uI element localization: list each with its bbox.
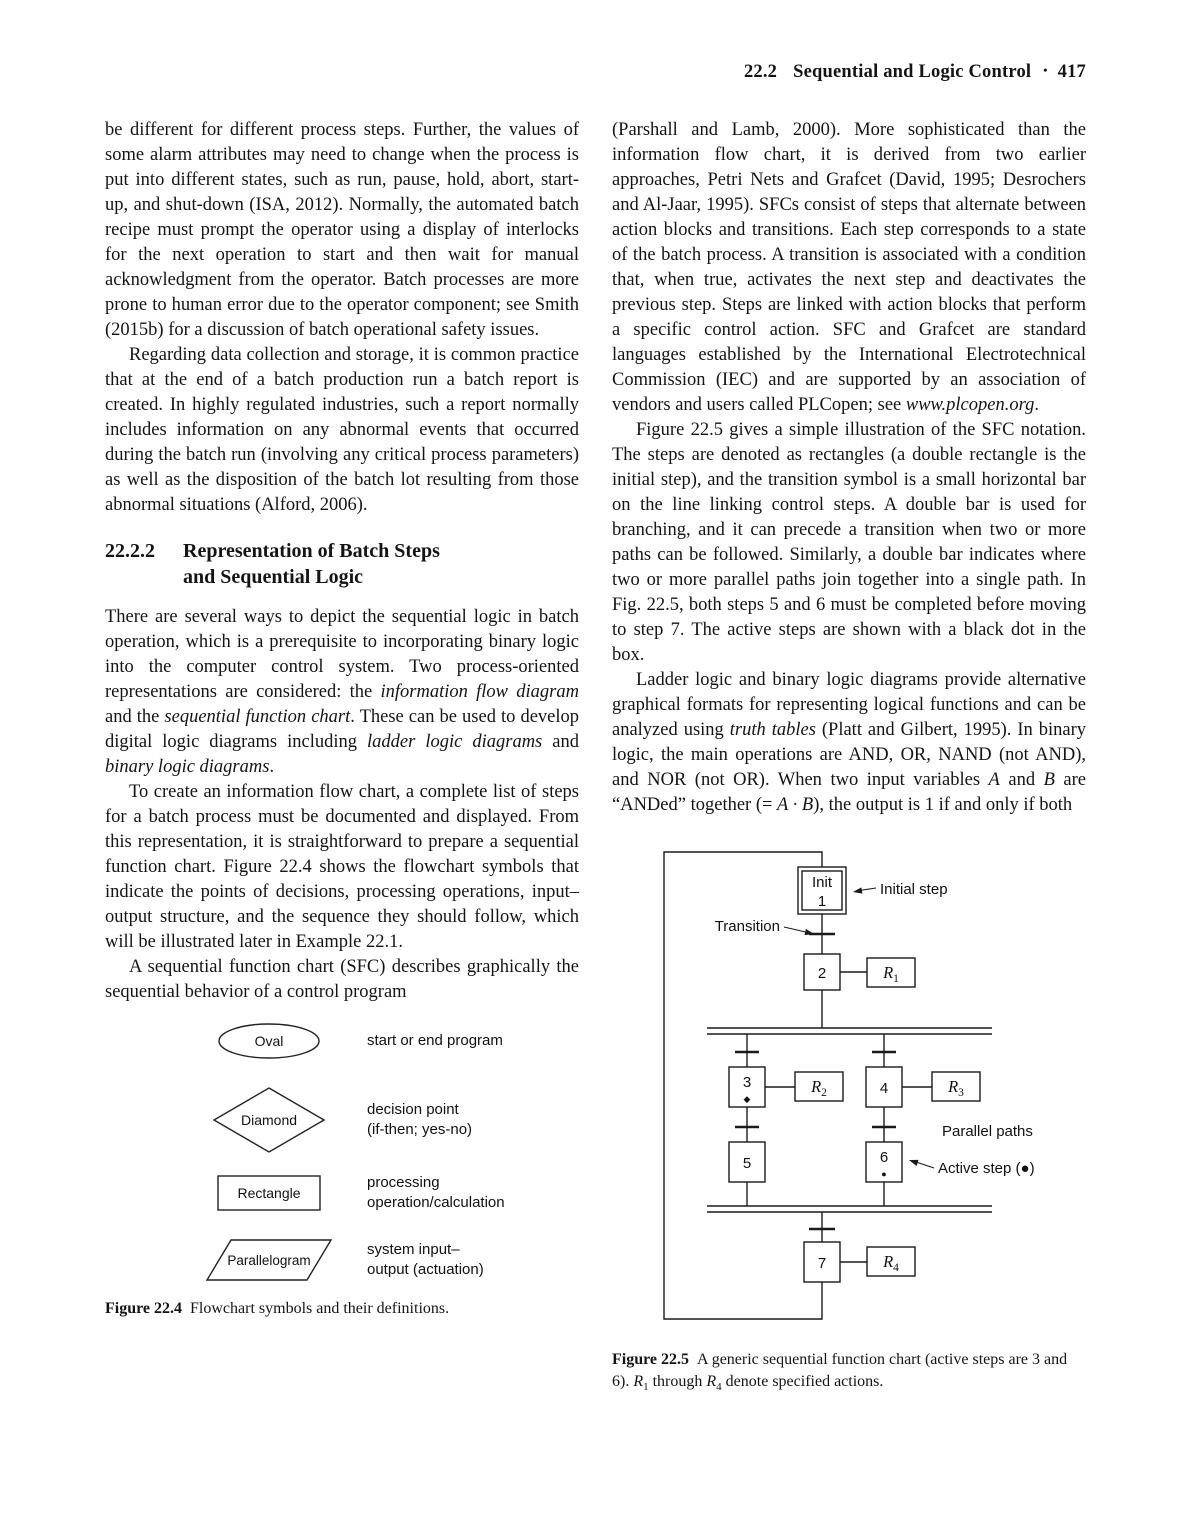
paragraph: Figure 22.5 gives a simple illustration … (612, 420, 1086, 665)
svg-text:Rectangle: Rectangle (237, 1185, 300, 1201)
arrowhead-icon (909, 1159, 919, 1166)
figure-22-4: Oval start or end program Diamond decisi… (105, 1021, 579, 1283)
left-column: be different for different process steps… (105, 118, 579, 1320)
symbol-description: processing operation/calculation (367, 1174, 505, 1211)
section-heading-number: 22.2.2 (105, 540, 155, 562)
action-r2-box (794, 1071, 844, 1102)
rectangle-symbol: Rectangle (217, 1175, 321, 1211)
step-5-box (728, 1141, 766, 1183)
svg-text:Parallelogram: Parallelogram (227, 1253, 310, 1268)
flowchart-symbol-row-rectangle: Rectangle processing operation/calculati… (105, 1173, 579, 1213)
action-labels: R1 R2 R3 R4 (810, 963, 964, 1274)
diamond-symbol: Diamond (212, 1087, 326, 1153)
action-r4-label: R4 (882, 1252, 899, 1274)
action-r3-box (931, 1071, 981, 1102)
flowchart-symbol-row-oval: Oval start or end program (105, 1021, 579, 1061)
init-label: Init (812, 874, 833, 891)
running-head: 22.2 Sequential and Logic Control • 417 (612, 62, 1086, 83)
initial-step-annotation: Initial step (880, 881, 948, 898)
running-head-title: Sequential and Logic Control (793, 62, 1032, 82)
paragraph: Ladder logic and binary logic diagrams p… (612, 670, 1086, 815)
init-number: 1 (818, 893, 826, 910)
symbol-description: system input– output (actuation) (367, 1241, 484, 1278)
page-number: 417 (1057, 62, 1086, 82)
symbol-description: decision point (if-then; yes-no) (367, 1101, 473, 1138)
paragraph: To create an information flow chart, a c… (105, 782, 579, 952)
step-2-box (803, 953, 841, 991)
connector-lines (663, 851, 992, 1320)
step-3-label: 3 (743, 1074, 751, 1091)
annotations: Initial step Transition Parallel paths A… (715, 881, 1035, 1177)
oval-symbol: Oval (218, 1023, 320, 1059)
action-r3-label: R3 (947, 1077, 964, 1099)
action-r2-label: R2 (810, 1077, 827, 1099)
loopback-line (663, 851, 823, 1320)
step-5-label: 5 (743, 1155, 751, 1172)
step-4-box (865, 1066, 903, 1108)
paragraph: Regarding data collection and storage, i… (105, 345, 579, 515)
paragraph: (Parshall and Lamb, 2000). More sophisti… (612, 120, 1086, 415)
step-4-label: 4 (880, 1080, 888, 1097)
flowchart-symbol-row-diamond: Diamond decision point (if-then; yes-no) (105, 1085, 579, 1155)
paragraph: There are several ways to depict the seq… (105, 607, 580, 777)
arrowhead-icon (853, 887, 863, 894)
parallel-paths-annotation: Parallel paths (942, 1123, 1033, 1140)
svg-text:Diamond: Diamond (241, 1112, 297, 1128)
step-labels: Init 1 2 3 ◆ 4 5 6 ● 7 (743, 874, 888, 1272)
paragraph: be different for different process steps… (105, 120, 579, 340)
sfc-diagram: Init 1 2 3 ◆ 4 5 6 ● 7 R1 R2 R3 R4 Initi… (663, 851, 1035, 1320)
step-2-label: 2 (818, 965, 826, 982)
section-heading-text: Representation of Batch Steps and Sequen… (183, 540, 440, 588)
initial-step-inner-box (801, 870, 843, 911)
active-dot-step3: ◆ (744, 1094, 751, 1104)
flowchart-symbol-row-parallelogram: Parallelogram system input– output (actu… (105, 1237, 579, 1283)
step-7-box (803, 1241, 841, 1283)
running-head-separator: • (1043, 63, 1048, 77)
section-number: 22.2 (743, 62, 778, 82)
step-7-label: 7 (818, 1255, 826, 1272)
active-step-annotation: Active step (●) (938, 1160, 1035, 1177)
arrowhead-icon (804, 928, 814, 936)
section-heading: 22.2.2 Representation of Batch Steps and… (105, 538, 579, 590)
action-r4-box (866, 1246, 916, 1277)
svg-text:Oval: Oval (255, 1033, 284, 1049)
step-6-label: 6 (880, 1149, 888, 1166)
paragraph: A sequential function chart (SFC) descri… (105, 957, 579, 1002)
step-6-box (865, 1141, 903, 1183)
action-r1-label: R1 (882, 963, 899, 985)
parallelogram-symbol: Parallelogram (205, 1239, 333, 1281)
symbol-description: start or end program (367, 1032, 503, 1049)
action-r1-box (866, 957, 916, 988)
right-column: (Parshall and Lamb, 2000). More sophisti… (612, 118, 1086, 1398)
step-boxes (728, 866, 981, 1283)
active-dot-step6: ● (881, 1169, 886, 1179)
transition-annotation: Transition (715, 918, 780, 935)
step-3-box (728, 1066, 766, 1108)
